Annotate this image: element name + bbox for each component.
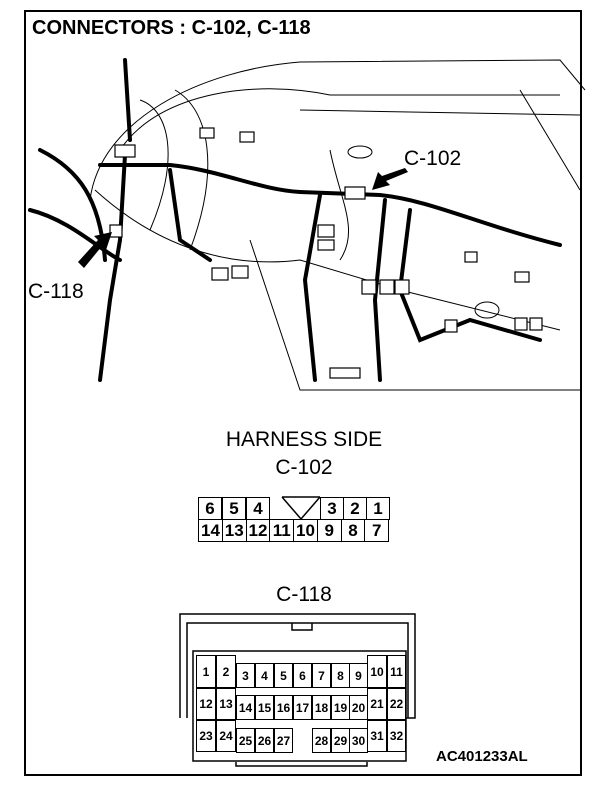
callout-c102: C-102 — [404, 147, 462, 170]
c118-pin: 19 — [331, 695, 350, 720]
c118-pin: 15 — [255, 695, 274, 720]
c118-pin: 26 — [255, 728, 274, 753]
c102-pin: 6 — [198, 497, 222, 520]
c118-pin: 18 — [312, 695, 331, 720]
c118-label: C-118 — [276, 583, 332, 606]
c118-pin: 30 — [349, 728, 368, 753]
c118-pin: 20 — [349, 695, 368, 720]
c118-pin: 1 — [196, 655, 216, 688]
callout-c118: C-118 — [28, 280, 84, 303]
figure-frame — [24, 10, 582, 776]
c102-pin: 8 — [340, 519, 366, 542]
figure-code: AC401233AL — [436, 748, 528, 765]
c118-pin: 27 — [274, 728, 293, 753]
c118-pin: 8 — [331, 663, 350, 688]
c118-pin: 3 — [236, 663, 255, 688]
c118-pin: 31 — [367, 720, 387, 752]
arrow-c118-icon — [78, 232, 112, 268]
c118-pin: 29 — [331, 728, 350, 753]
c118-pin: 21 — [367, 688, 387, 720]
c118-pin: 2 — [216, 655, 236, 688]
c102-pin: 13 — [221, 519, 247, 542]
c118-pin: 23 — [196, 720, 216, 752]
c118-pin: 25 — [236, 728, 255, 753]
harness-side-label: HARNESS SIDE — [225, 428, 383, 451]
c102-pin: 7 — [364, 519, 390, 542]
c118-pin: 9 — [349, 663, 368, 688]
c118-pin: 32 — [387, 720, 406, 752]
c118-pin: 12 — [196, 688, 216, 720]
c118-pin: 28 — [312, 728, 331, 753]
arrow-c102-icon — [372, 168, 408, 190]
c118-pin: 16 — [274, 695, 293, 720]
c118-pin: 13 — [216, 688, 236, 720]
c118-pin: 6 — [293, 663, 312, 688]
c118-pin: 17 — [293, 695, 312, 720]
c118-pin: 10 — [367, 655, 387, 688]
c118-pin: 5 — [274, 663, 293, 688]
figure-title: CONNECTORS : C-102, C-118 — [32, 17, 311, 39]
c118-pin: 11 — [387, 655, 406, 688]
harness-illustration — [28, 58, 586, 391]
c118-pin: 4 — [255, 663, 274, 688]
c118-pin: 14 — [236, 695, 255, 720]
c118-pin: 24 — [216, 720, 236, 752]
c102-label: C-102 — [275, 456, 333, 479]
c118-pin: 22 — [387, 688, 406, 720]
c118-pin: 7 — [312, 663, 331, 688]
c102-pin: 10 — [293, 519, 318, 542]
c102-pin: 14 — [198, 519, 223, 542]
